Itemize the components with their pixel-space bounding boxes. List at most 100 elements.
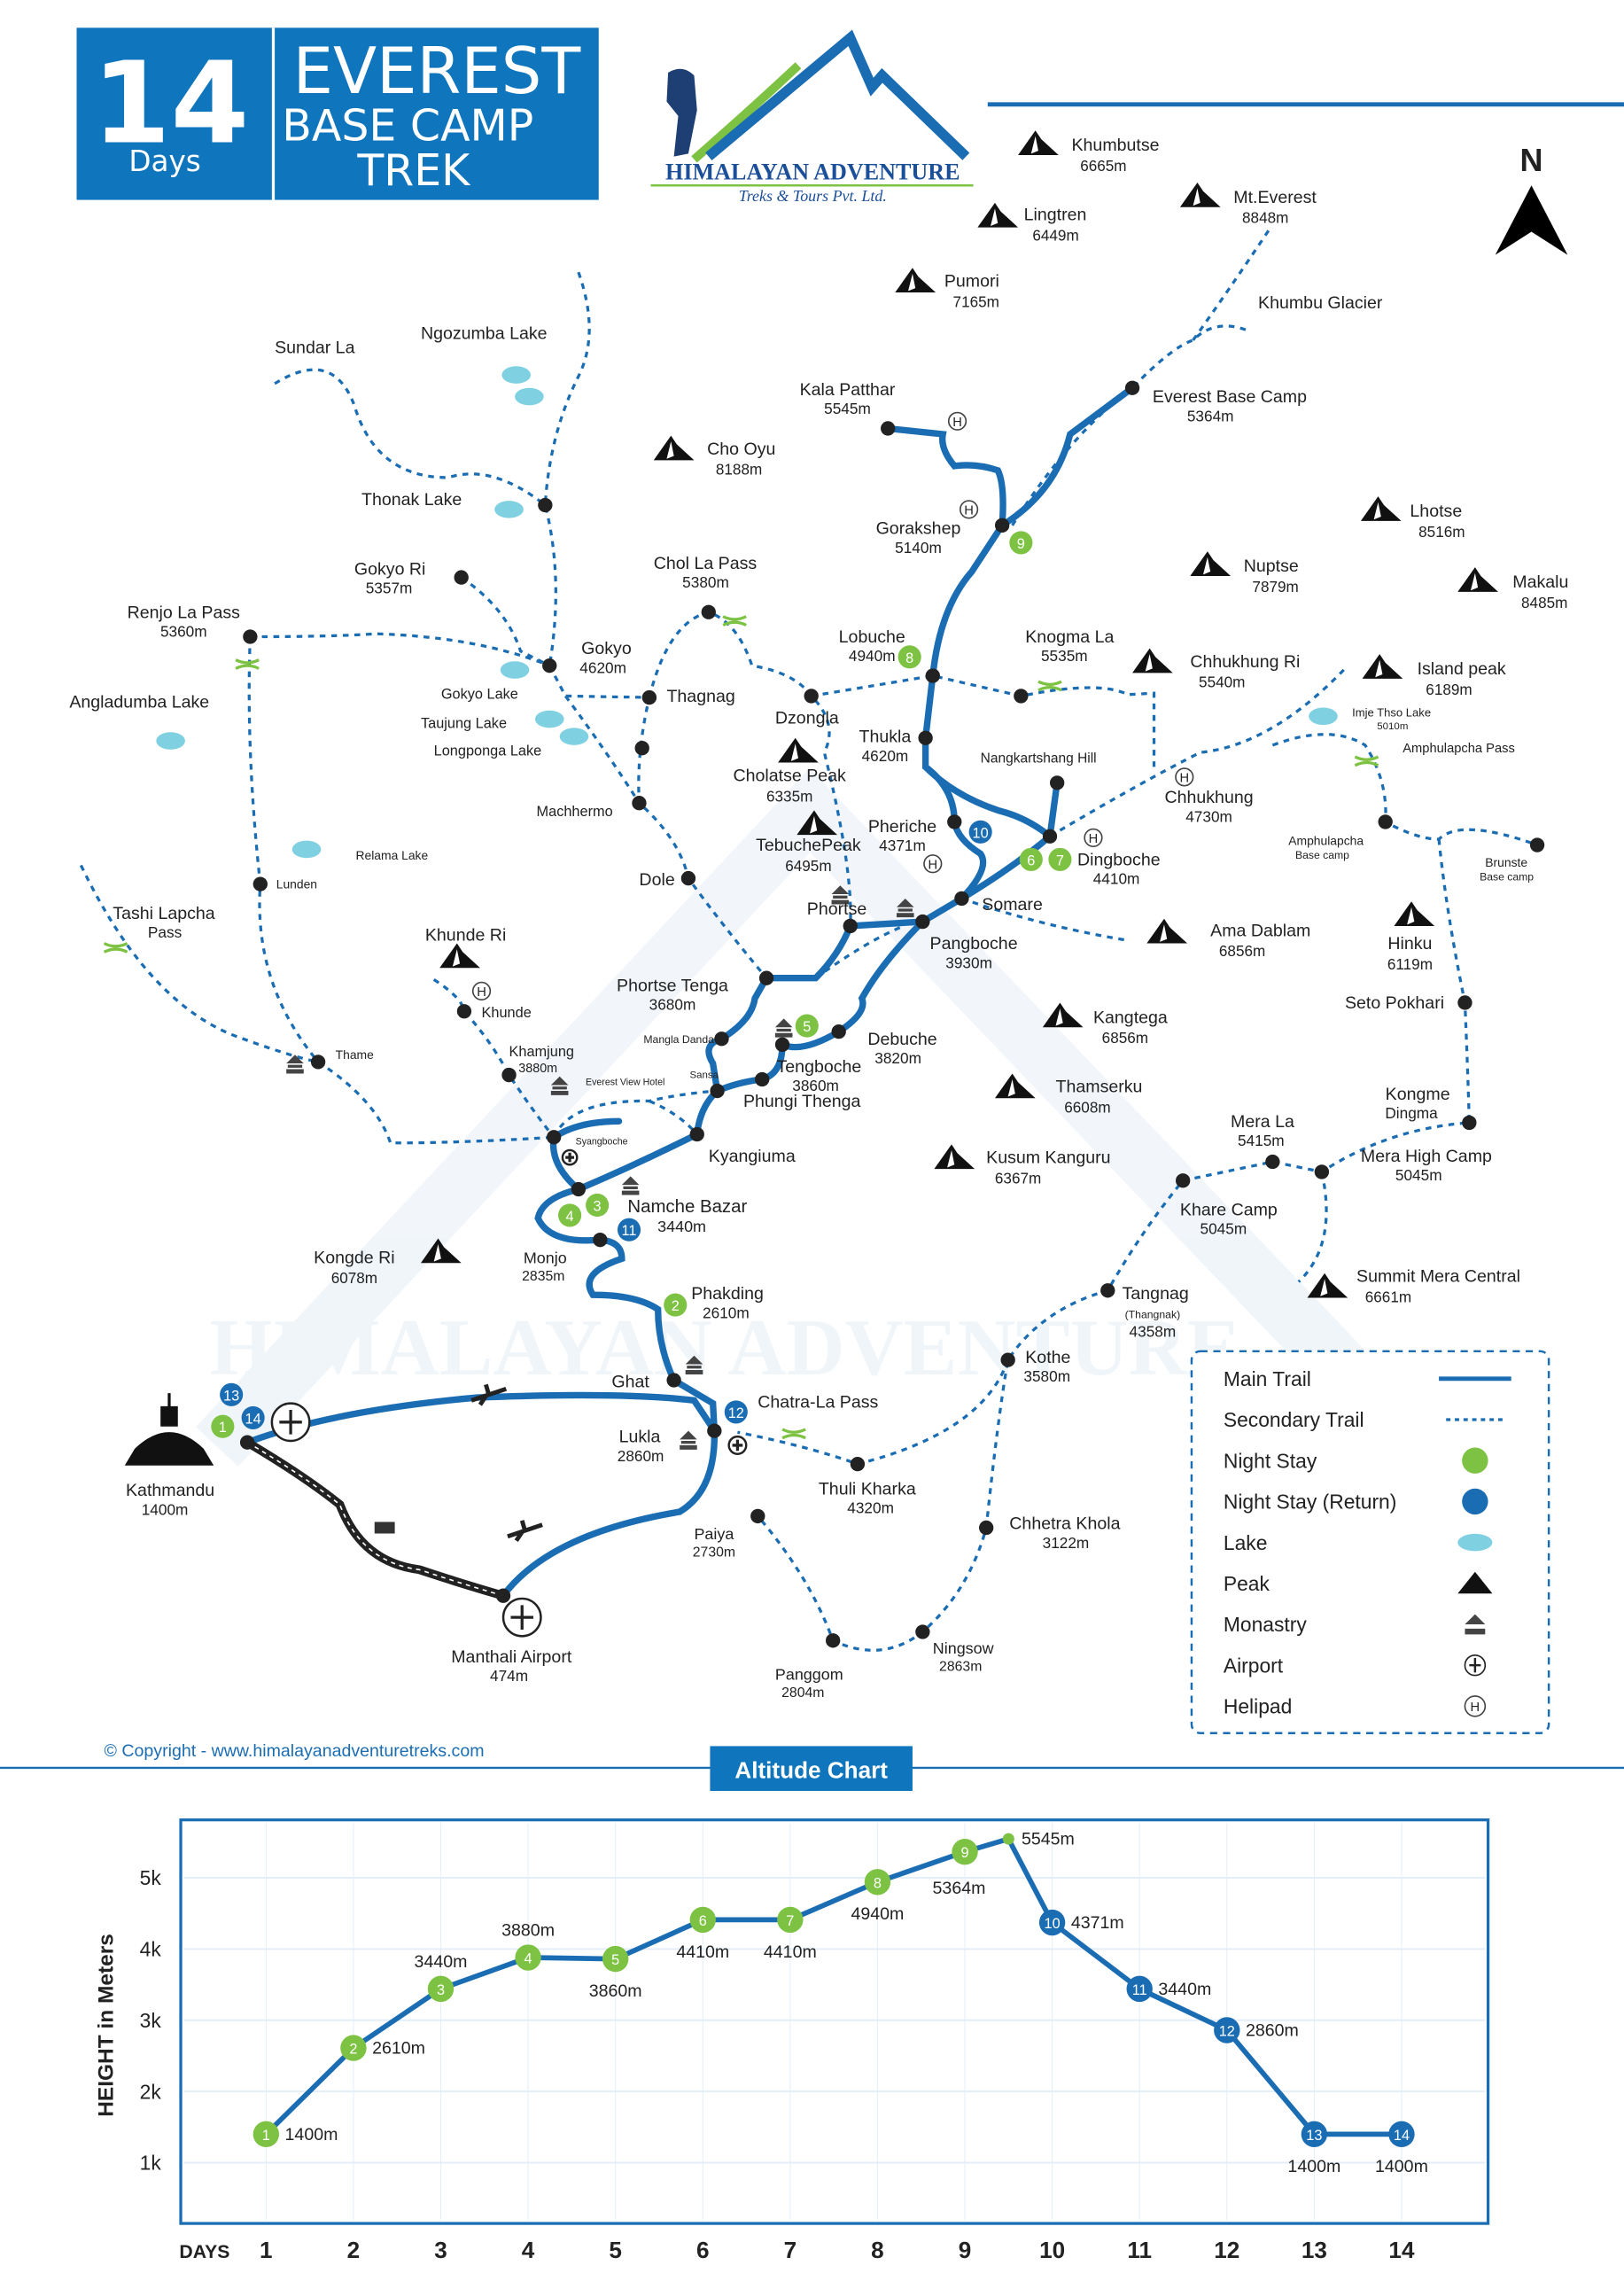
monastery-icon bbox=[621, 1176, 640, 1195]
pass-icon bbox=[781, 1428, 806, 1440]
place-name: Thame bbox=[336, 1047, 374, 1062]
peak-elevation: 6449m bbox=[1032, 226, 1078, 244]
lake-icon bbox=[156, 732, 185, 750]
watermark: HIMALAYAN ADVENTURE bbox=[195, 767, 1439, 1467]
monastery-shape bbox=[774, 1018, 793, 1038]
logo-green-arrow bbox=[691, 62, 802, 163]
peak-elevation: 7879m bbox=[1252, 578, 1298, 595]
peak-name: Summit Mera Central bbox=[1356, 1266, 1520, 1286]
place-dot bbox=[632, 796, 647, 811]
place-dot bbox=[1265, 1154, 1280, 1170]
peak-snow bbox=[1203, 557, 1211, 575]
legend-item-airport: Airport bbox=[1224, 1654, 1487, 1677]
place-elevation: 3580m bbox=[1023, 1367, 1070, 1385]
peak-name: Kongde Ri bbox=[314, 1248, 394, 1267]
company-logo: HIMALAYAN ADVENTURE Treks & Tours Pvt. L… bbox=[650, 29, 974, 205]
peak-snow bbox=[908, 273, 916, 292]
lake-icon bbox=[500, 661, 530, 679]
place-dot bbox=[831, 1024, 846, 1039]
peak-snow bbox=[947, 1149, 955, 1168]
secondary-trail-path bbox=[543, 271, 591, 666]
place-name: Thuli Kharka bbox=[819, 1479, 916, 1498]
chart-y-tick: 2k bbox=[140, 2080, 162, 2103]
helipad-icon: H bbox=[923, 854, 943, 874]
place-dot bbox=[758, 970, 774, 985]
place-sundar-la: Sundar La bbox=[275, 339, 354, 358]
logo-name: HIMALAYAN ADVENTURE bbox=[665, 160, 960, 185]
night-stay-dot bbox=[617, 1218, 641, 1242]
helipad-h: H bbox=[1179, 772, 1189, 786]
peak-icon bbox=[1457, 567, 1498, 592]
secondary-trail-path bbox=[247, 636, 555, 1145]
pass-shape bbox=[781, 1428, 806, 1440]
night-stay-dot bbox=[664, 1293, 688, 1317]
title-block: 14 Days EVEREST BASE CAMP TREK bbox=[76, 27, 599, 200]
legend-item-main-trail-line: Main Trail bbox=[1224, 1367, 1511, 1390]
night-stay-marker-day-12: 12 bbox=[724, 1400, 748, 1424]
main-trail-path bbox=[921, 763, 1053, 840]
night-stay-marker-day-11: 11 bbox=[617, 1218, 641, 1242]
night-stay-dot bbox=[220, 1382, 244, 1406]
peak-icon bbox=[778, 737, 819, 763]
peak-icon bbox=[420, 1238, 462, 1264]
place-elevation: 4620m bbox=[579, 658, 626, 676]
pass-shape bbox=[722, 615, 747, 627]
place-dot bbox=[707, 1423, 722, 1438]
place-elevation: Pass bbox=[148, 923, 182, 941]
place-elevation: 2863m bbox=[939, 1660, 982, 1675]
place-elevation: 4358m bbox=[1130, 1323, 1177, 1341]
peak-name: Lingtren bbox=[1024, 205, 1087, 224]
secondary-trail-path bbox=[79, 864, 319, 1063]
night-stay-marker-day-2: 2 bbox=[664, 1293, 688, 1317]
place-ghat: Ghat bbox=[611, 1373, 681, 1392]
place-elevation: (Thangnak) bbox=[1125, 1308, 1181, 1320]
peak-icon bbox=[1360, 496, 1402, 521]
airport-plane bbox=[279, 1410, 302, 1435]
chart-x-tick: 1 bbox=[260, 2237, 273, 2263]
place-dole: Dole bbox=[639, 870, 696, 890]
chart-point-number: 1 bbox=[262, 2128, 270, 2144]
airport-icon bbox=[561, 1148, 579, 1166]
chart-y-label: HEIGHT in Meters bbox=[94, 1934, 118, 2117]
place-dot bbox=[641, 689, 657, 705]
place-elevation: Base camp bbox=[1480, 871, 1534, 884]
place-elevation: 5415m bbox=[1238, 1132, 1285, 1149]
place-dot bbox=[501, 1067, 517, 1083]
secondary-trail-path bbox=[432, 977, 556, 1139]
night-stay-number: 6 bbox=[1027, 852, 1035, 868]
monastery-icon bbox=[286, 1055, 304, 1074]
chart-point-day-2 bbox=[340, 2035, 367, 2061]
place-dot bbox=[571, 1181, 587, 1197]
place-dot bbox=[1378, 814, 1393, 829]
place-name: Kathmandu bbox=[126, 1481, 214, 1500]
main-trail-path bbox=[884, 424, 1006, 902]
monastery-shape bbox=[685, 1355, 703, 1374]
place-name: Phortse Tenga bbox=[617, 976, 728, 995]
main-trail-path bbox=[998, 385, 1136, 529]
place-dot bbox=[1124, 380, 1140, 395]
helipad-icon: H bbox=[471, 981, 492, 1001]
place-elevation: 5360m bbox=[160, 623, 207, 641]
monastery-shape bbox=[621, 1176, 640, 1195]
peak-name: Chhukhung Ri bbox=[1190, 652, 1300, 672]
peak-elevation: 6189m bbox=[1426, 681, 1472, 698]
helipad-h: H bbox=[928, 858, 937, 872]
chart-x-tick: 3 bbox=[434, 2237, 447, 2263]
chart-x-tick: 4 bbox=[522, 2237, 535, 2263]
chart-x-tick: 6 bbox=[696, 2237, 710, 2263]
title-trek: TREK bbox=[356, 145, 471, 196]
place-elevation: 5380m bbox=[682, 573, 729, 591]
main-trail-path bbox=[779, 918, 927, 1051]
place-sansa: Sansa bbox=[690, 1070, 725, 1099]
